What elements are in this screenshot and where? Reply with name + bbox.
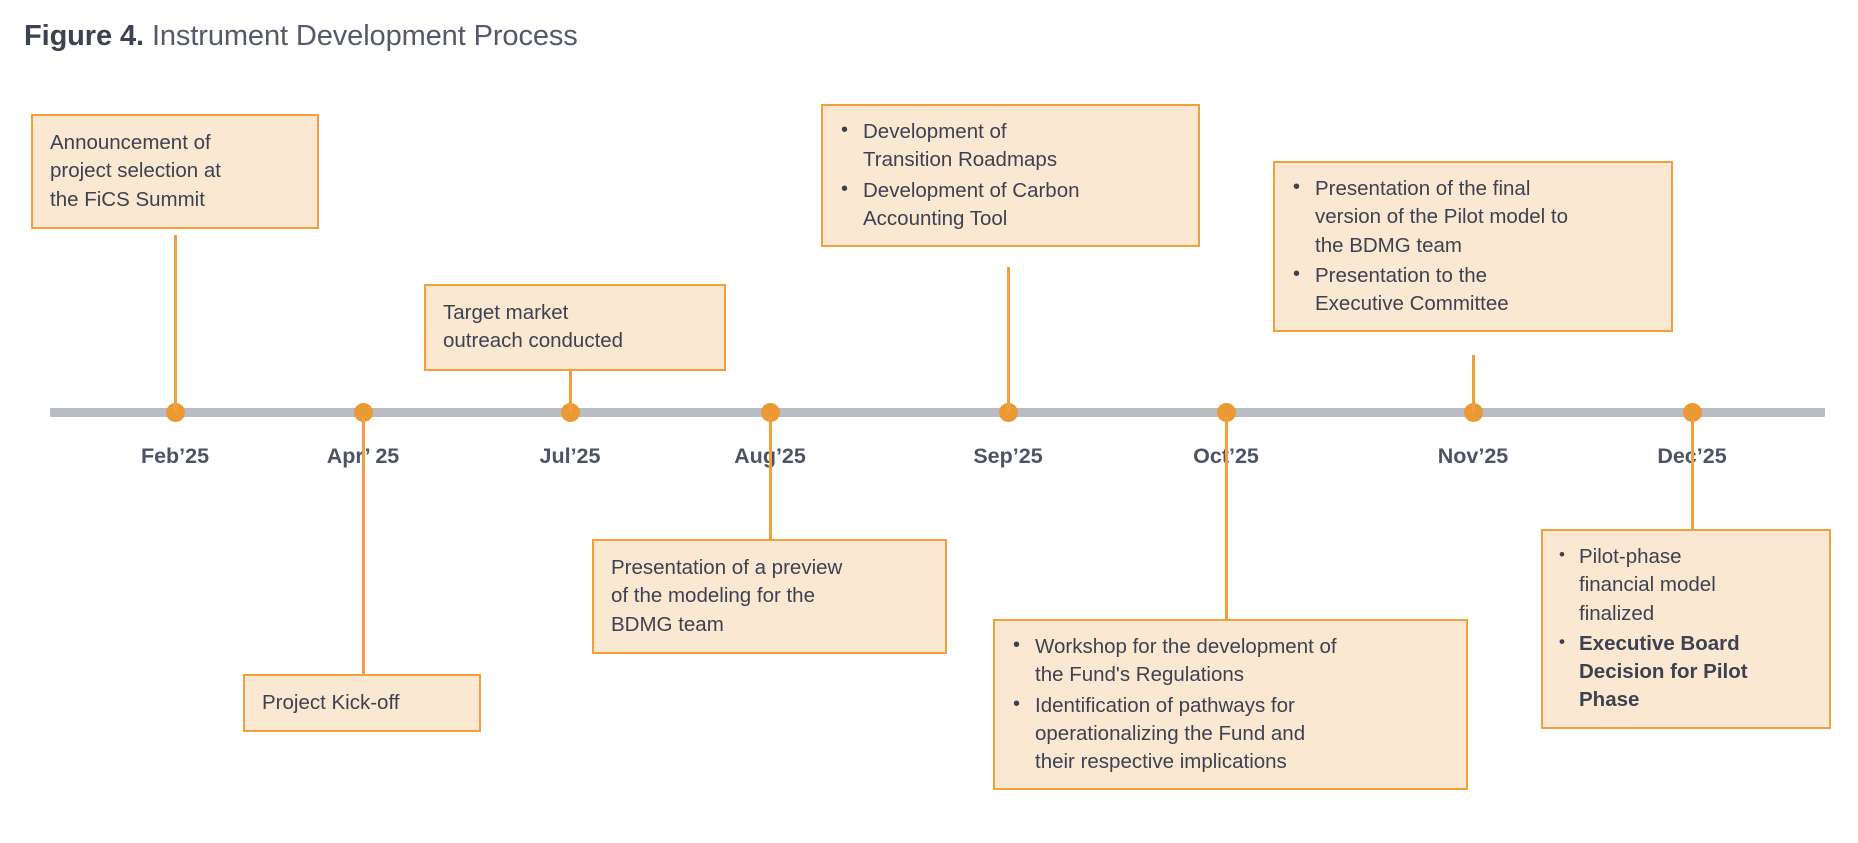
connector-aug25 xyxy=(768,417,772,540)
milestone-box-jul25[interactable]: Target market outreach conducted xyxy=(424,284,726,371)
timeline-date-label-feb25: Feb’25 xyxy=(140,444,210,468)
connector-oct25 xyxy=(1224,417,1228,620)
milestone-box-oct25[interactable]: Workshop for the development of the Fund… xyxy=(993,619,1468,791)
milestone-box-sep25[interactable]: Development of Transition Roadmaps Devel… xyxy=(821,104,1200,248)
milestone-box-dec25-bullet-2: Executive Board Decision for Pilot Phase xyxy=(1559,630,1819,715)
figure-title-text: Instrument Development Process xyxy=(151,20,578,52)
figure-label: Figure 4. xyxy=(24,20,144,52)
milestone-box-dec25-list: Pilot-phase financial model finalized Ex… xyxy=(1543,531,1829,727)
connector-feb25 xyxy=(173,235,177,413)
milestone-box-aug25[interactable]: Presentation of a preview of the modelin… xyxy=(592,539,947,654)
milestone-box-feb25-text: Announcement of project selection at the… xyxy=(50,131,221,211)
milestone-box-apr25-text: Project Kick-off xyxy=(262,691,400,714)
milestone-box-dec25-bullet-1: Pilot-phase financial model finalized xyxy=(1559,543,1819,628)
connector-dec25 xyxy=(1690,417,1694,530)
milestone-box-aug25-text: Presentation of a preview of the modelin… xyxy=(611,556,843,636)
connector-sep25 xyxy=(1006,267,1010,413)
timeline-marker-apr25[interactable] xyxy=(353,403,373,422)
milestone-box-oct25-bullet-2: Identification of pathways for operation… xyxy=(1013,691,1456,777)
milestone-box-sep25-list: Development of Transition Roadmaps Devel… xyxy=(823,106,1198,245)
milestone-box-nov25-bullet-1: Presentation of the final version of the… xyxy=(1293,174,1661,260)
timeline-marker-dec25[interactable] xyxy=(1682,403,1702,422)
connector-jul25 xyxy=(568,350,572,413)
milestone-box-sep25-bullet-2: Development of Carbon Accounting Tool xyxy=(841,176,1188,234)
timeline-date-label-jul25: Jul’25 xyxy=(539,444,601,468)
milestone-box-oct25-list: Workshop for the development of the Fund… xyxy=(995,621,1466,788)
milestone-box-feb25[interactable]: Announcement of project selection at the… xyxy=(31,114,319,229)
milestone-box-nov25-bullet-2: Presentation to the Executive Committee xyxy=(1293,261,1661,319)
connector-apr25 xyxy=(361,417,365,675)
timeline-date-label-sep25: Sep’25 xyxy=(973,444,1043,468)
milestone-box-nov25-list: Presentation of the final version of the… xyxy=(1275,163,1671,330)
milestone-box-dec25[interactable]: Pilot-phase financial model finalized Ex… xyxy=(1541,529,1831,729)
connector-nov25 xyxy=(1471,355,1475,413)
milestone-box-sep25-bullet-1: Development of Transition Roadmaps xyxy=(841,117,1188,175)
milestone-box-nov25[interactable]: Presentation of the final version of the… xyxy=(1273,161,1673,333)
figure-title: Figure 4. Instrument Development Process xyxy=(24,18,578,54)
milestone-box-oct25-bullet-1: Workshop for the development of the Fund… xyxy=(1013,632,1456,690)
timeline-date-label-nov25: Nov’25 xyxy=(1437,444,1509,468)
timeline-marker-aug25[interactable] xyxy=(760,403,780,422)
milestone-box-apr25[interactable]: Project Kick-off xyxy=(243,674,481,733)
milestone-box-jul25-text: Target market outreach conducted xyxy=(443,301,624,353)
timeline-marker-oct25[interactable] xyxy=(1216,403,1236,422)
timeline-axis xyxy=(50,408,1825,417)
